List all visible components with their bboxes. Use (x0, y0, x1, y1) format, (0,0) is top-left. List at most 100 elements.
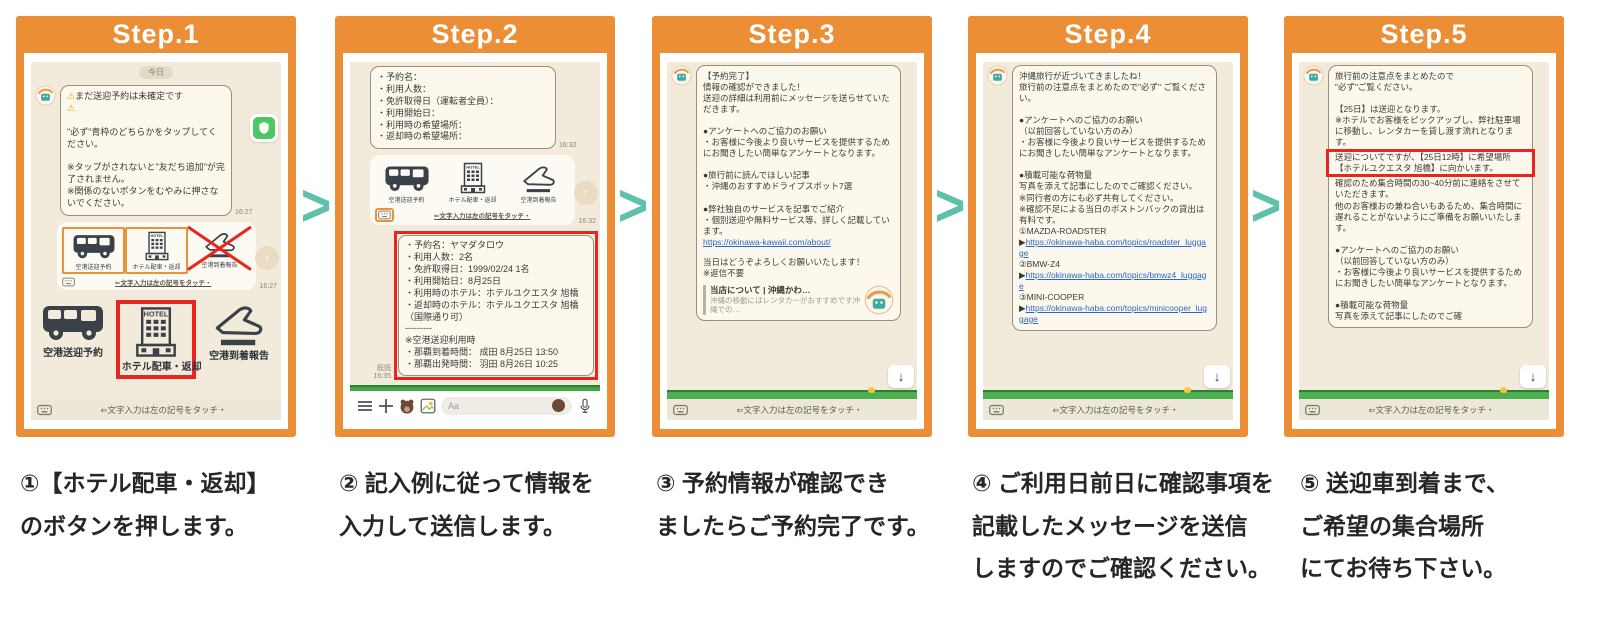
preview-divider (703, 284, 706, 315)
day-before-notice-message: 旅行前の注意点をまとめたので "必ず"ご覧ください。 【25日】は送迎となります… (1326, 65, 1535, 329)
step-panel-1: Step.1 今日 ⚠まだ送迎予約は未確定です ⚠ "必ず"青枠のどちらかをタッ… (16, 16, 296, 437)
menu-airport-arrival[interactable]: 空港到着報告 (199, 300, 279, 379)
keyboard-bar-hint: ⇐文字入力は左の記号をタッチ・ (100, 404, 227, 415)
menu-hotel-dispatch-highlighted[interactable]: HOTEL ホテル配車・返却 (116, 299, 202, 379)
date-pill: 今日 (139, 66, 173, 79)
keyboard-bar-hint: ⇐文字入力は左の記号をタッチ・ (736, 404, 863, 415)
card-footer-hint: ⇐文字入力は左の記号をタッチ・ (434, 213, 531, 221)
share-button[interactable]: ↑ (255, 245, 279, 270)
card-tile-airport-arrival[interactable]: 空港到着報告 (507, 160, 571, 206)
line-shield-button[interactable] (250, 114, 278, 142)
car-luggage-item: ①MAZDA-ROADSTER ▶https://okinawa-haba.co… (1019, 225, 1207, 258)
hotel-icon: HOTEL (460, 163, 485, 194)
bird-icon (1500, 387, 1507, 393)
preview-title: 当店について | 沖縄かわ… (710, 284, 811, 295)
bear-face-icon[interactable] (552, 399, 565, 412)
warning-message: ⚠まだ送迎予約は未確定です ⚠ "必ず"青枠のどちらかをタップしてください。 ※… (60, 85, 232, 216)
svg-text:HOTEL: HOTEL (144, 309, 169, 318)
card-tile-airport-arrival[interactable]: 空港到着報告 (187, 225, 253, 274)
bus-icon (43, 305, 103, 340)
step-title: Step.3 (748, 18, 836, 49)
card-tile-hotel-dispatch[interactable]: HOTEL ホテル配車・返却 (125, 226, 189, 274)
step-panel-2: Step.2 ・予約名： ・利用人数： ・免許取得日（運転者全員）： ・利用開始… (335, 16, 615, 437)
phone-screen: 沖縄旅行が近づいてきましたね！ 旅行前の注意点をまとめたので"必ず" ご覧くださ… (976, 53, 1240, 429)
keyboard-bar-hint: ⇐文字入力は左の記号をタッチ・ (1368, 404, 1495, 415)
luggage-link[interactable]: https://okinawa-haba.com/topics/minicoop… (1019, 302, 1207, 325)
step-panel-4: Step.4 沖縄旅行が近づいてきましたね！ 旅行前の注意点をまとめたので"必ず… (968, 16, 1248, 437)
chat-area: 今日 ⚠まだ送迎予約は未確定です ⚠ "必ず"青枠のどちらかをタップしてください… (31, 62, 281, 420)
keyboard-bar-hint: ⇐文字入力は左の記号をタッチ・ (1052, 404, 1179, 415)
car-luggage-item: ③MINI-COOPER ▶https://okinawa-haba.com/t… (1019, 291, 1207, 325)
caption-step-4: ④ ご利用日前日に確認事項を 記載したメッセージを送信 しますのでご確認ください… (972, 470, 1274, 582)
hotel-icon: HOTEL (136, 306, 176, 357)
chat-area: ・予約名： ・利用人数： ・免許取得日（運転者全員）： ・利用開始日： ・利用時… (350, 62, 600, 420)
triangle-bullet-icon: ▶ (1019, 269, 1026, 280)
svg-text:HOTEL: HOTEL (466, 165, 480, 170)
step-title: Step.2 (431, 18, 519, 49)
keyboard-bar: ⇐文字入力は左の記号をタッチ・ (983, 399, 1233, 420)
menu-airport-pickup[interactable]: 空港送迎予約 (33, 300, 113, 379)
keyboard-bar: ⇐文字入力は左の記号をタッチ・ (667, 399, 917, 420)
red-highlight-frame: ・予約名：ヤマダタロウ ・利用人数：2名 ・免許取得日：1999/02/24 1… (394, 231, 598, 380)
keyboard-icon[interactable] (989, 404, 1004, 416)
caption-step-1: ①【ホテル配車・返却】 のボタンを押します。 (20, 470, 270, 539)
keyboard-bar: ⇐文字入力は左の記号をタッチ・ (31, 399, 281, 420)
shop-logo-icon (864, 285, 894, 315)
chat-area: 旅行前の注意点をまとめたので "必ず"ご覧ください。 【25日】は送迎となります… (1299, 62, 1549, 420)
hotel-icon: HOTEL (145, 231, 169, 261)
flow-arrow-icon: > (934, 172, 966, 240)
card-tile-airport-pickup[interactable]: 空港送迎予約 (62, 226, 125, 274)
caption-step-3: ③ 予約情報が確認でき ましたらご予約完了です。 (656, 470, 930, 539)
caption-step-2: ② 記入例に従って情報を 入力して送信します。 (339, 470, 594, 539)
down-arrow-icon: ↓ (897, 369, 905, 384)
step-panel-3: Step.3 【予約完了】 情報の確認ができました！ 送迎の詳細は利用前にメッセ… (652, 16, 932, 437)
link-preview-card[interactable]: 当店について | 沖縄かわ… 沖縄の移動にはレンタカーがおすすめです沖縄での… (703, 284, 894, 315)
keyboard-icon[interactable] (62, 277, 75, 287)
keyboard-icon-highlighted[interactable] (375, 208, 394, 223)
menu-hamburger-icon[interactable] (357, 398, 373, 414)
plane-icon (523, 166, 555, 193)
bot-avatar (987, 65, 1008, 86)
card-tile-airport-pickup[interactable]: 空港送迎予約 (375, 160, 438, 206)
luggage-link[interactable]: https://okinawa-haba.com/topics/bmwz4_lu… (1019, 269, 1207, 291)
bus-icon (384, 166, 429, 192)
phone-screen: 【予約完了】 情報の確認ができました！ 送迎の詳細は利用前にメッセージを送らせて… (660, 53, 924, 429)
warning-icon: ⚠ (67, 91, 76, 101)
plane-icon (215, 306, 263, 345)
down-arrow-icon: ↓ (1213, 369, 1221, 384)
confirmation-message: 【予約完了】 情報の確認ができました！ 送迎の詳細は利用前にメッセージを送らせて… (696, 65, 901, 321)
keyboard-icon[interactable] (37, 404, 52, 416)
read-status: 既読 16:35 (373, 364, 391, 380)
up-arrow-icon: ↑ (264, 250, 270, 265)
quick-menu-card: 空港送迎予約 HOTEL ホテル配車・返却 空港到着報告 (57, 221, 257, 290)
keyboard-icon[interactable] (1305, 404, 1320, 416)
theme-grass-strip (983, 387, 1233, 399)
keyboard-icon (378, 210, 391, 220)
luggage-link[interactable]: https://okinawa-haba.com/topics/roadster… (1019, 236, 1207, 258)
message-time: 16:32 (578, 218, 596, 226)
scroll-down-button[interactable]: ↓ (888, 365, 914, 388)
phone-screen: ・予約名： ・利用人数： ・免許取得日（運転者全員）： ・利用開始日： ・利用時… (343, 53, 607, 429)
message-time: 16:27 (259, 282, 277, 290)
preview-description: 沖縄の移動にはレンタカーがおすすめです沖縄での… (710, 295, 860, 315)
microphone-icon[interactable] (577, 398, 593, 414)
share-button[interactable]: ↑ (574, 181, 598, 206)
phone-screen: 今日 ⚠まだ送迎予約は未確定です ⚠ "必ず"青枠のどちらかをタップしてください… (24, 53, 288, 429)
chat-area: 沖縄旅行が近づいてきましたね！ 旅行前の注意点をまとめたので"必ず" ご覧くださ… (983, 62, 1233, 420)
sticker-bear-icon[interactable] (399, 398, 415, 414)
message-input[interactable]: Aa (441, 396, 572, 415)
scroll-down-button[interactable]: ↓ (1204, 365, 1230, 388)
about-link[interactable]: https://okinawa-kawaii.com/about/ (703, 236, 831, 247)
chat-area: 【予約完了】 情報の確認ができました！ 送迎の詳細は利用前にメッセージを送らせて… (667, 62, 917, 420)
step-title: Step.5 (1380, 18, 1468, 49)
svg-text:HOTEL: HOTEL (150, 234, 163, 238)
flow-arrow-icon: > (1250, 172, 1282, 240)
scroll-down-button[interactable]: ↓ (1520, 365, 1546, 388)
template-message: ・予約名： ・利用人数： ・免許取得日（運転者全員）： ・利用開始日： ・利用時… (370, 66, 556, 150)
keyboard-bar: ⇐文字入力は左の記号をタッチ・ (1299, 399, 1549, 420)
bot-avatar (671, 65, 692, 86)
photo-icon[interactable] (420, 398, 436, 414)
plus-icon[interactable] (378, 398, 394, 414)
card-tile-hotel-dispatch[interactable]: HOTEL ホテル配車・返却 (441, 160, 505, 206)
keyboard-icon[interactable] (673, 404, 688, 416)
